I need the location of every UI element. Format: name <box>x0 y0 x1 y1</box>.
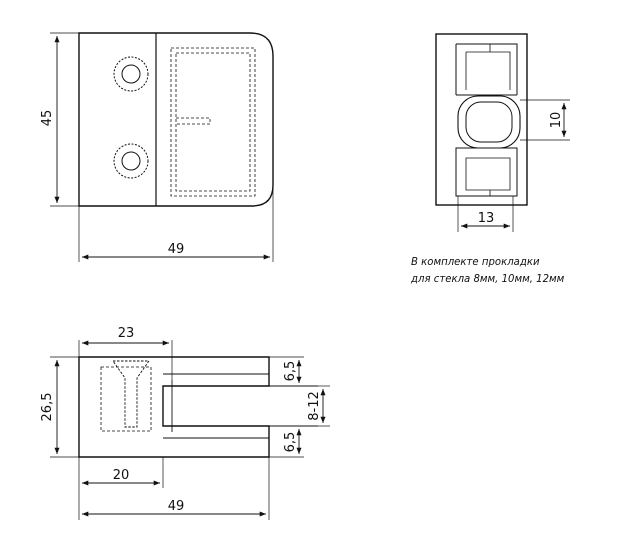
top-width-label: 23 <box>118 326 135 341</box>
total-width-label: 49 <box>168 499 185 514</box>
gasket-note-line1: В комплекте прокладки <box>411 255 540 268</box>
side-lower-channel <box>455 147 518 197</box>
gasket-note-line2: для стекла 8мм, 10мм, 12мм <box>411 272 565 285</box>
lower-gap-label: 6,5 <box>283 432 298 453</box>
bottom-height-label: 26,5 <box>40 393 55 422</box>
screw-recess <box>100 366 152 432</box>
bottom-body-outline <box>78 356 270 458</box>
bolt-top <box>113 56 149 92</box>
bolt-bottom <box>113 143 149 179</box>
side-upper-channel <box>455 43 518 96</box>
side-lower-inner <box>465 157 511 196</box>
front-width-label: 49 <box>168 242 185 257</box>
insert-outline-inner <box>175 52 251 192</box>
side-body-outline <box>435 33 528 206</box>
bottom-width-label: 20 <box>113 468 130 483</box>
front-view <box>50 32 274 262</box>
side-view <box>435 33 570 232</box>
insert-tab <box>176 117 211 125</box>
countersunk-screw <box>112 360 150 428</box>
side-slot-inner <box>465 101 513 143</box>
gasket-note: В комплекте прокладки для стекла 8мм, 10… <box>411 253 564 287</box>
upper-gap-label: 6,5 <box>283 361 298 382</box>
side-upper-inner <box>465 44 511 90</box>
side-width-label: 13 <box>478 211 495 226</box>
side-slot-outer <box>457 95 521 149</box>
insert-outline <box>170 47 256 197</box>
front-height-label: 45 <box>40 110 55 127</box>
slot-dim-label: 10 <box>549 112 564 129</box>
glass-gap-label: 8-12 <box>307 391 322 421</box>
bottom-view <box>50 340 330 520</box>
